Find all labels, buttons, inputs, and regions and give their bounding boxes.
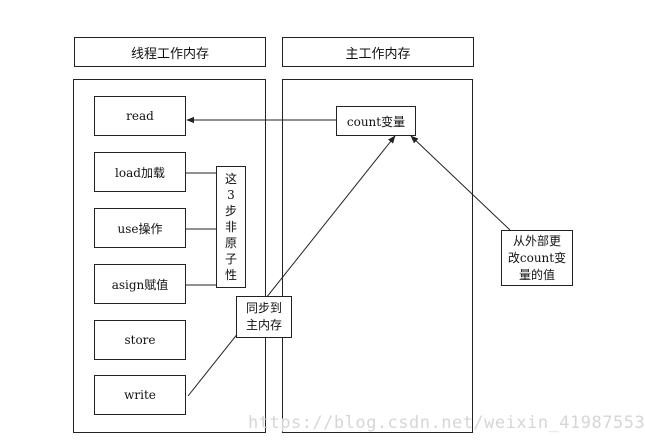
main-memory-header: 主工作内存 xyxy=(282,37,474,67)
count-variable: count变量 xyxy=(336,106,416,136)
non-atomic-char: 3 xyxy=(227,188,235,202)
sync-note: 同步到 主内存 xyxy=(236,296,292,338)
non-atomic-char: 子 xyxy=(224,252,237,266)
sync-note-line: 同步到 xyxy=(245,301,282,315)
non-atomic-char: 非 xyxy=(224,220,237,234)
non-atomic-char: 步 xyxy=(224,204,237,218)
non-atomic-char: 性 xyxy=(224,268,237,282)
thread-memory-header: 线程工作内存 xyxy=(74,37,266,67)
diagram-arrows xyxy=(186,116,511,397)
step-store: store xyxy=(94,320,186,360)
external-change-note: 从外部更 改count变 量的值 xyxy=(501,230,573,286)
non-atomic-char: 原 xyxy=(224,236,237,250)
external-note-line: 从外部更 xyxy=(512,233,561,248)
step-use: use操作 xyxy=(94,208,186,248)
step-write: write xyxy=(94,375,186,415)
sync-note-line: 主内存 xyxy=(245,318,282,332)
external-note-line: 量的值 xyxy=(518,267,555,282)
step-load: load加载 xyxy=(94,152,186,192)
arrow-write-to-main xyxy=(187,135,396,397)
step-asign: asign赋值 xyxy=(94,264,186,304)
arrow-external-to-main xyxy=(410,135,511,231)
non-atomic-char: 这 xyxy=(224,172,237,186)
thread-memory-panel xyxy=(73,79,266,433)
non-atomic-note: 这 3 步 非 原 子 性 xyxy=(216,166,246,288)
external-note-line: 改count变 xyxy=(507,250,567,265)
watermark: https://blog.csdn.net/weixin_41987553 xyxy=(248,413,645,433)
step-read: read xyxy=(94,96,186,136)
main-memory-panel xyxy=(282,79,473,433)
